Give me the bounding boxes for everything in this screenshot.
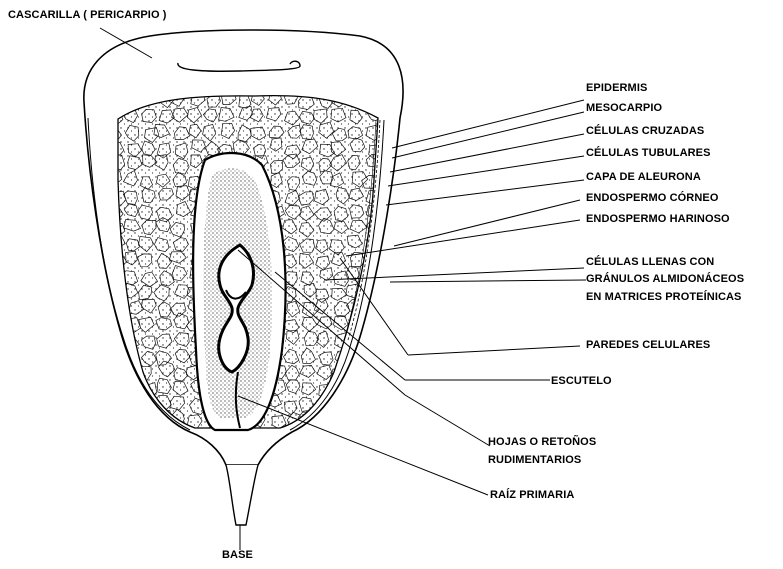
endosperm-cell xyxy=(108,380,121,393)
endosperm-cell xyxy=(126,395,139,410)
label-paredes-celulares: PAREDES CELULARES xyxy=(586,339,710,351)
endosperm-cell xyxy=(106,366,121,381)
endosperm-cell xyxy=(353,383,366,398)
endosperm-cell xyxy=(362,379,377,396)
endosperm-cell xyxy=(366,333,380,348)
label-raiz-primaria: RAÍZ PRIMARIA xyxy=(490,489,574,501)
endosperm-cell xyxy=(351,395,366,408)
label-celulas-llenas-2: GRÁNULOS ALMIDONÁCEOS xyxy=(586,273,744,285)
endosperm-cell xyxy=(367,363,382,377)
label-hojas-2: RUDIMENTARIOS xyxy=(488,454,581,466)
endosperm-cell xyxy=(330,395,346,411)
endosperm-cell xyxy=(367,411,380,424)
label-hojas-1: HOJAS O RETOÑOS xyxy=(488,436,596,448)
endosperm-cell xyxy=(365,315,379,331)
endosperm-cell xyxy=(125,381,141,395)
endosperm-cell xyxy=(335,412,349,426)
label-celulas-cruzadas: CÉLULAS CRUZADAS xyxy=(586,125,704,137)
label-base: BASE xyxy=(222,549,253,561)
label-celulas-tubulares: CÉLULAS TUBULARES xyxy=(586,147,711,159)
label-epidermis: EPIDERMIS xyxy=(586,82,647,94)
endosperm-cell xyxy=(367,398,380,410)
endosperm-cell xyxy=(127,416,140,431)
base-stalk xyxy=(226,465,258,525)
label-capa-aleurona: CAPA DE ALEURONA xyxy=(586,171,701,183)
endosperm-cell xyxy=(106,412,119,426)
label-celulas-llenas-3: EN MATRICES PROTEÍNICAS xyxy=(586,291,742,303)
label-cascarilla: CASCARILLA ( PERICARPIO ) xyxy=(8,9,167,21)
label-mesocarpio: MESOCARPIO xyxy=(586,102,662,114)
endosperm-cell xyxy=(349,411,364,427)
label-celulas-llenas-1: CÉLULAS LLENAS CON xyxy=(586,256,714,268)
label-endospermo-harinoso: ENDOSPERMO HARINOSO xyxy=(586,213,730,225)
endosperm-cell xyxy=(108,351,123,364)
endosperm-cell xyxy=(140,417,157,429)
endosperm-cell xyxy=(113,400,127,413)
endosperm-cell xyxy=(319,411,335,423)
endosperm-cell xyxy=(352,367,366,382)
label-endospermo-corneo: ENDOSPERMO CÓRNEO xyxy=(586,192,719,204)
label-escutelo: ESCUTELO xyxy=(551,375,612,387)
